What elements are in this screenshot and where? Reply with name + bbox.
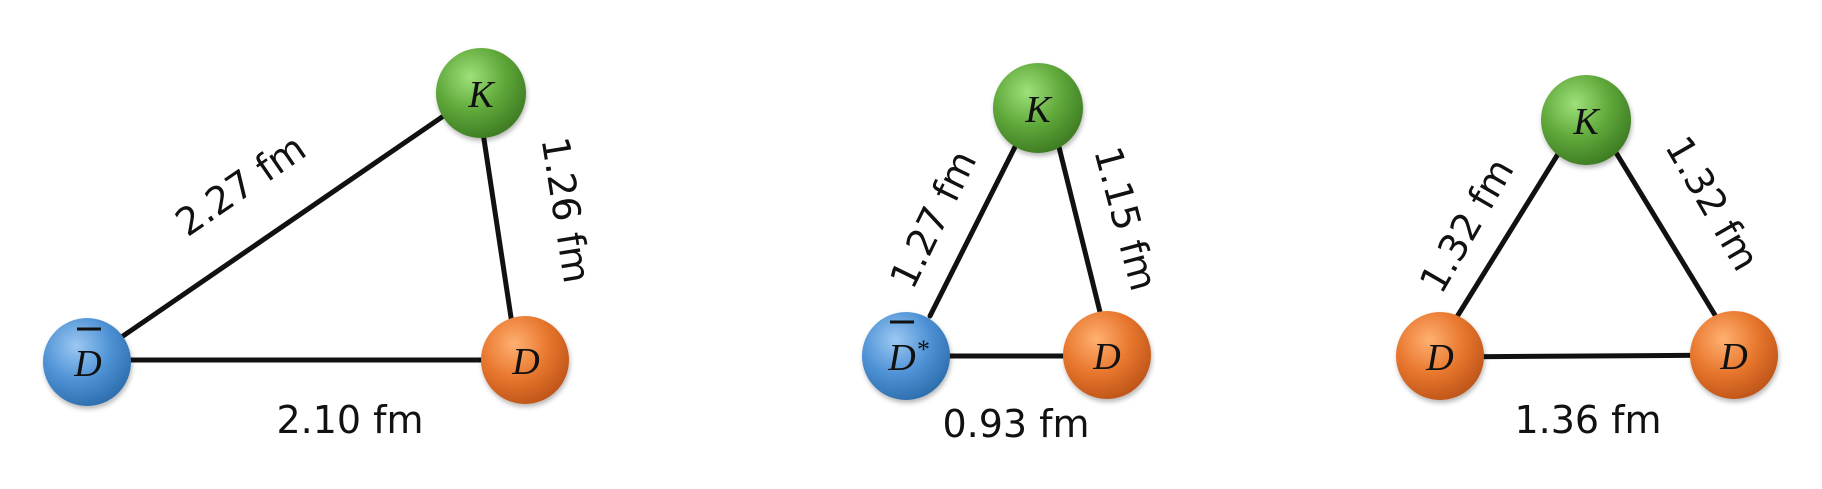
particle-d-circle — [1396, 312, 1484, 400]
particle-dbar-circle — [43, 318, 131, 406]
particle-k: K — [1541, 75, 1631, 165]
diagram-1: 2.27 fm 1.26 fm 2.10 fm K D D — [43, 48, 599, 442]
distance-label: 1.15 fm — [1085, 142, 1166, 295]
particle-d: D — [481, 316, 569, 404]
particle-k-circle — [1541, 75, 1631, 165]
particle-d-circle — [1690, 311, 1778, 399]
distance-label: 2.10 fm — [276, 398, 423, 442]
edge-k-d2 — [1609, 143, 1721, 323]
distance-label: 1.32 fm — [1656, 129, 1768, 278]
distance-label: 1.32 fm — [1411, 151, 1523, 300]
particle-d-label: D — [511, 341, 539, 383]
particle-k-label: K — [1572, 101, 1600, 143]
distance-label: 2.27 fm — [168, 125, 314, 245]
particle-d-label: D — [1092, 336, 1120, 378]
particle-d-circle — [1063, 311, 1151, 399]
particle-k-circle — [436, 48, 526, 138]
particle-dbarstar-star: * — [917, 335, 930, 364]
particle-d-label: D — [1719, 336, 1747, 378]
distance-label: 1.36 fm — [1514, 398, 1661, 442]
particle-d-circle — [481, 316, 569, 404]
particle-d-left: D — [1396, 312, 1484, 400]
particle-k-label: K — [1024, 89, 1052, 131]
particle-k: K — [993, 63, 1083, 153]
edge-dbarstar-k — [927, 120, 1030, 319]
particle-dbar: D — [43, 318, 131, 406]
particle-d: D — [1063, 311, 1151, 399]
distance-label: 1.26 fm — [533, 134, 599, 286]
diagram-3: 1.32 fm 1.32 fm 1.36 fm K D D — [1396, 75, 1778, 442]
particle-dbarstar-label: D — [887, 337, 915, 379]
distance-label: 1.27 fm — [881, 144, 985, 295]
particle-k: K — [436, 48, 526, 138]
distance-label: 0.93 fm — [942, 402, 1089, 446]
edge-k-d — [1050, 120, 1104, 319]
edge-d1-k — [1452, 143, 1566, 323]
particle-dbarstar-circle — [862, 312, 950, 400]
edge-dbar-k — [85, 90, 480, 363]
particle-k-circle — [993, 63, 1083, 153]
particle-dbarstar: D * — [862, 312, 950, 400]
particle-d-label: D — [1425, 337, 1453, 379]
particle-dbar-label: D — [73, 343, 101, 385]
diagram-2: 1.27 fm 1.15 fm 0.93 fm K D * D — [862, 63, 1166, 446]
edge-d1-d2 — [1437, 352, 1738, 360]
particle-d-right: D — [1690, 311, 1778, 399]
particle-k-label: K — [467, 74, 495, 116]
